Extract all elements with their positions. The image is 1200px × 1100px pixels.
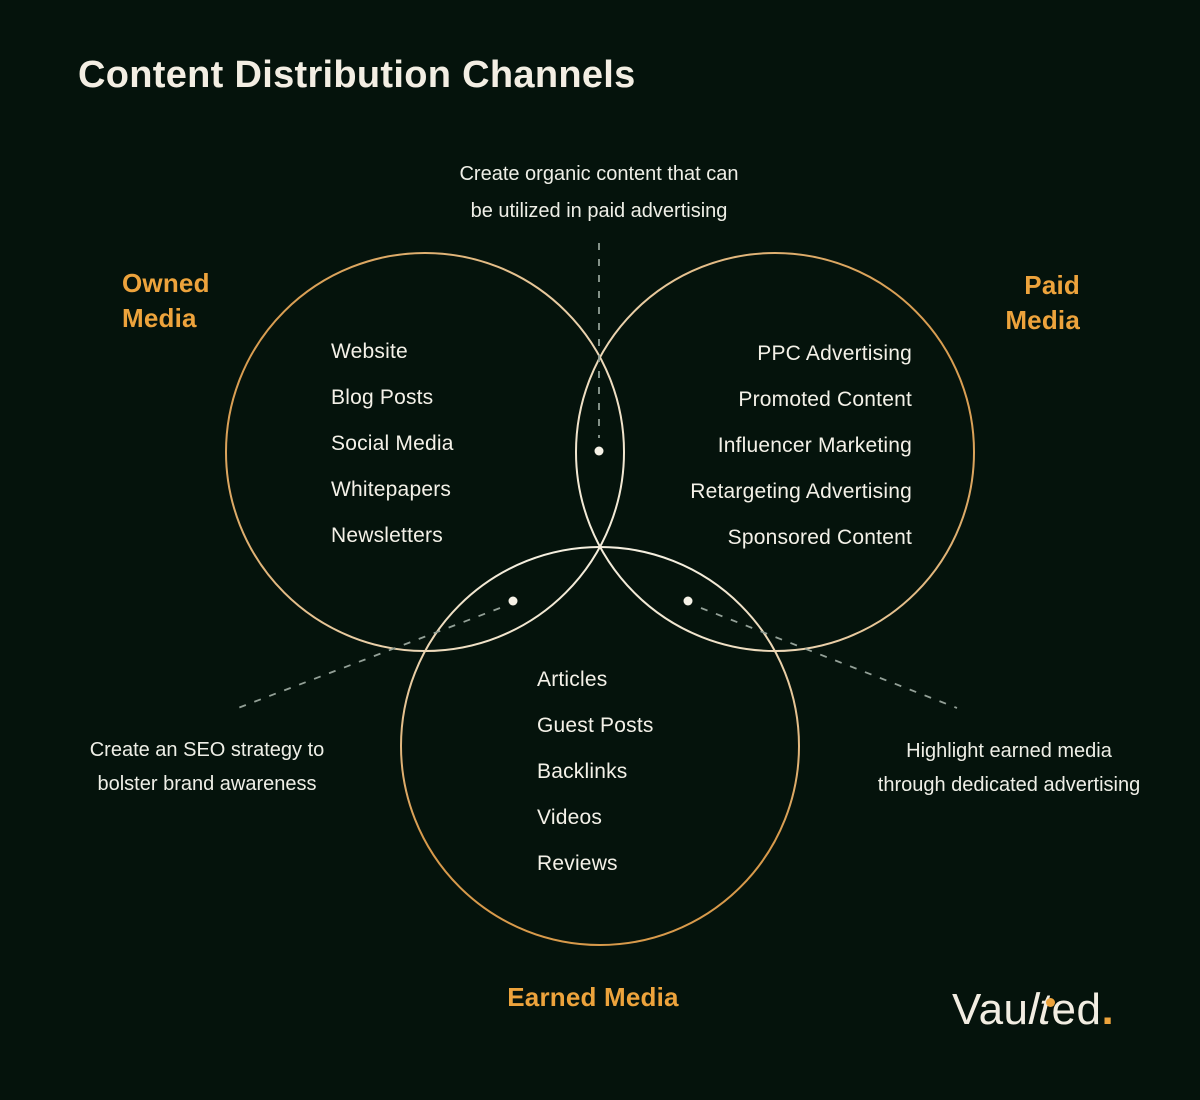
center-overlap-dot bbox=[594, 446, 604, 456]
list-item: Retargeting Advertising bbox=[690, 480, 912, 503]
logo-period: . bbox=[1101, 985, 1115, 1034]
earned-media-label: Earned Media bbox=[507, 982, 679, 1012]
list-item: PPC Advertising bbox=[757, 342, 912, 365]
right-connector-line bbox=[700, 607, 958, 709]
annotation-line: bolster brand awareness bbox=[97, 773, 317, 795]
annotation-line: Create an SEO strategy to bbox=[89, 739, 325, 761]
label-line: Paid bbox=[1024, 270, 1080, 300]
earned-media-circle bbox=[400, 546, 800, 946]
logo-text-part: Vau bbox=[952, 985, 1029, 1034]
logo-accent-dot bbox=[1046, 998, 1055, 1007]
list-item: Videos bbox=[537, 806, 603, 829]
annotation-line: Highlight earned media bbox=[906, 740, 1112, 762]
top-annotation: Create organic content that can be utiliz… bbox=[429, 156, 769, 230]
list-item: Backlinks bbox=[537, 760, 628, 783]
list-item: Newsletters bbox=[331, 524, 443, 547]
list-item: Website bbox=[331, 340, 408, 363]
label-line: Media bbox=[122, 303, 197, 333]
vaulted-logo: Vaulted. bbox=[952, 985, 1114, 1035]
list-item: Sponsored Content bbox=[727, 526, 912, 549]
list-item: Promoted Content bbox=[738, 388, 912, 411]
right-overlap-dot bbox=[683, 596, 693, 606]
page-title: Content Distribution Channels bbox=[78, 54, 636, 96]
list-item: Guest Posts bbox=[537, 714, 654, 737]
left-connector-line bbox=[237, 607, 501, 709]
label-line: Owned bbox=[122, 268, 210, 298]
list-item: Blog Posts bbox=[331, 386, 434, 409]
annotation-line: through dedicated advertising bbox=[877, 774, 1141, 796]
right-annotation: Highlight earned media through dedicated … bbox=[839, 734, 1179, 802]
list-item: Reviews bbox=[537, 852, 618, 875]
left-annotation: Create an SEO strategy to bolster brand a… bbox=[37, 733, 377, 801]
left-overlap-dot bbox=[508, 596, 518, 606]
list-item: Whitepapers bbox=[331, 478, 452, 501]
list-item: Influencer Marketing bbox=[717, 434, 912, 457]
annotation-line: be utilized in paid advertising bbox=[470, 200, 728, 222]
list-item: Social Media bbox=[331, 432, 454, 455]
logo-text-part: ed bbox=[1051, 985, 1102, 1034]
label-line: Media bbox=[1005, 305, 1080, 335]
annotation-line: Create organic content that can bbox=[459, 163, 739, 185]
list-item: Articles bbox=[537, 668, 608, 691]
